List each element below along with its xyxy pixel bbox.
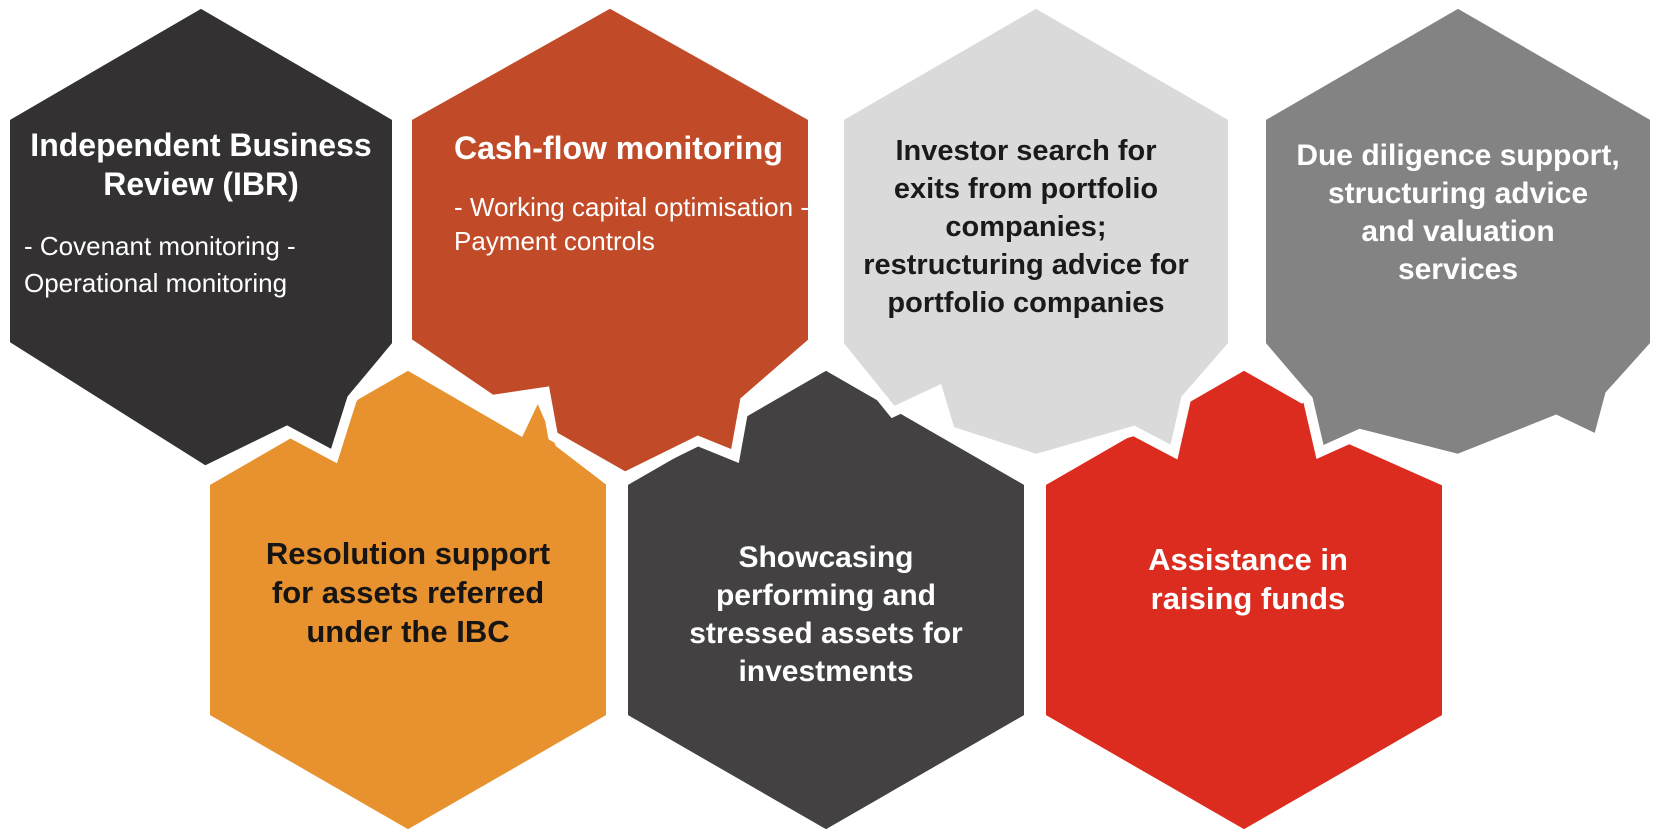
hexagon-ibr <box>0 0 402 477</box>
investor-search-title: Investor search for exits from portfolio… <box>836 132 1216 322</box>
showcasing-assets-line: stressed assets for <box>689 617 963 650</box>
showcasing-assets-line: investments <box>738 655 914 688</box>
assistance-raising-funds-title: Assistance in raising funds <box>1048 540 1448 618</box>
investor-search-line: restructuring advice for <box>863 249 1189 281</box>
cash-flow-bullet-list: - Working capital optimisation - Payment… <box>454 190 814 258</box>
cash-flow-bullet: - Payment controls <box>454 192 810 256</box>
due-diligence-line: and valuation <box>1361 215 1555 248</box>
ibr-title: Independent Business Review (IBR) <box>6 126 396 204</box>
resolution-support-line: under the IBC <box>306 614 510 649</box>
resolution-support-line: for assets referred <box>271 575 545 610</box>
due-diligence-line: structuring advice <box>1327 177 1589 210</box>
hexagon-showcasing-assets <box>618 359 1034 840</box>
hexagon-due-diligence <box>1256 0 1660 465</box>
showcasing-assets-line: Showcasing <box>738 541 914 574</box>
investor-search-line: companies; <box>945 211 1107 243</box>
ibr-title-line: Review (IBR) <box>103 166 299 202</box>
cash-flow-bullet: - Working capital optimisation <box>454 192 794 222</box>
hexagon-investor-search <box>834 0 1238 465</box>
hexagon-resolution-support <box>200 359 616 840</box>
due-diligence-title: Due diligence support, structuring advic… <box>1268 137 1648 289</box>
assistance-raising-funds-line: raising funds <box>1150 581 1346 616</box>
ibr-title-line: Independent Business <box>30 127 372 163</box>
ibr-bullet-list: - Covenant monitoring - Operational moni… <box>24 228 394 302</box>
showcasing-assets-line: performing and <box>715 579 936 612</box>
showcasing-assets-title: Showcasing performing and stressed asset… <box>626 539 1026 691</box>
due-diligence-line: services <box>1397 253 1519 286</box>
investor-search-line: portfolio companies <box>887 287 1165 319</box>
resolution-support-title: Resolution support for assets referred u… <box>208 534 608 651</box>
ibr-bullet: - Covenant monitoring <box>24 231 280 261</box>
resolution-support-line: Resolution support <box>265 536 551 571</box>
cash-flow-block: Cash-flow monitoring - Working capital o… <box>454 128 814 258</box>
ibr-bullet: - Operational monitoring <box>24 231 296 298</box>
hexagon-cash-flow-monitoring <box>402 0 818 483</box>
due-diligence-line: Due diligence support, <box>1296 139 1620 172</box>
assistance-raising-funds-line: Assistance in <box>1148 542 1348 577</box>
investor-search-line: exits from portfolio <box>893 173 1159 205</box>
cash-flow-title: Cash-flow monitoring <box>454 130 783 166</box>
investor-search-line: Investor search for <box>895 135 1157 167</box>
